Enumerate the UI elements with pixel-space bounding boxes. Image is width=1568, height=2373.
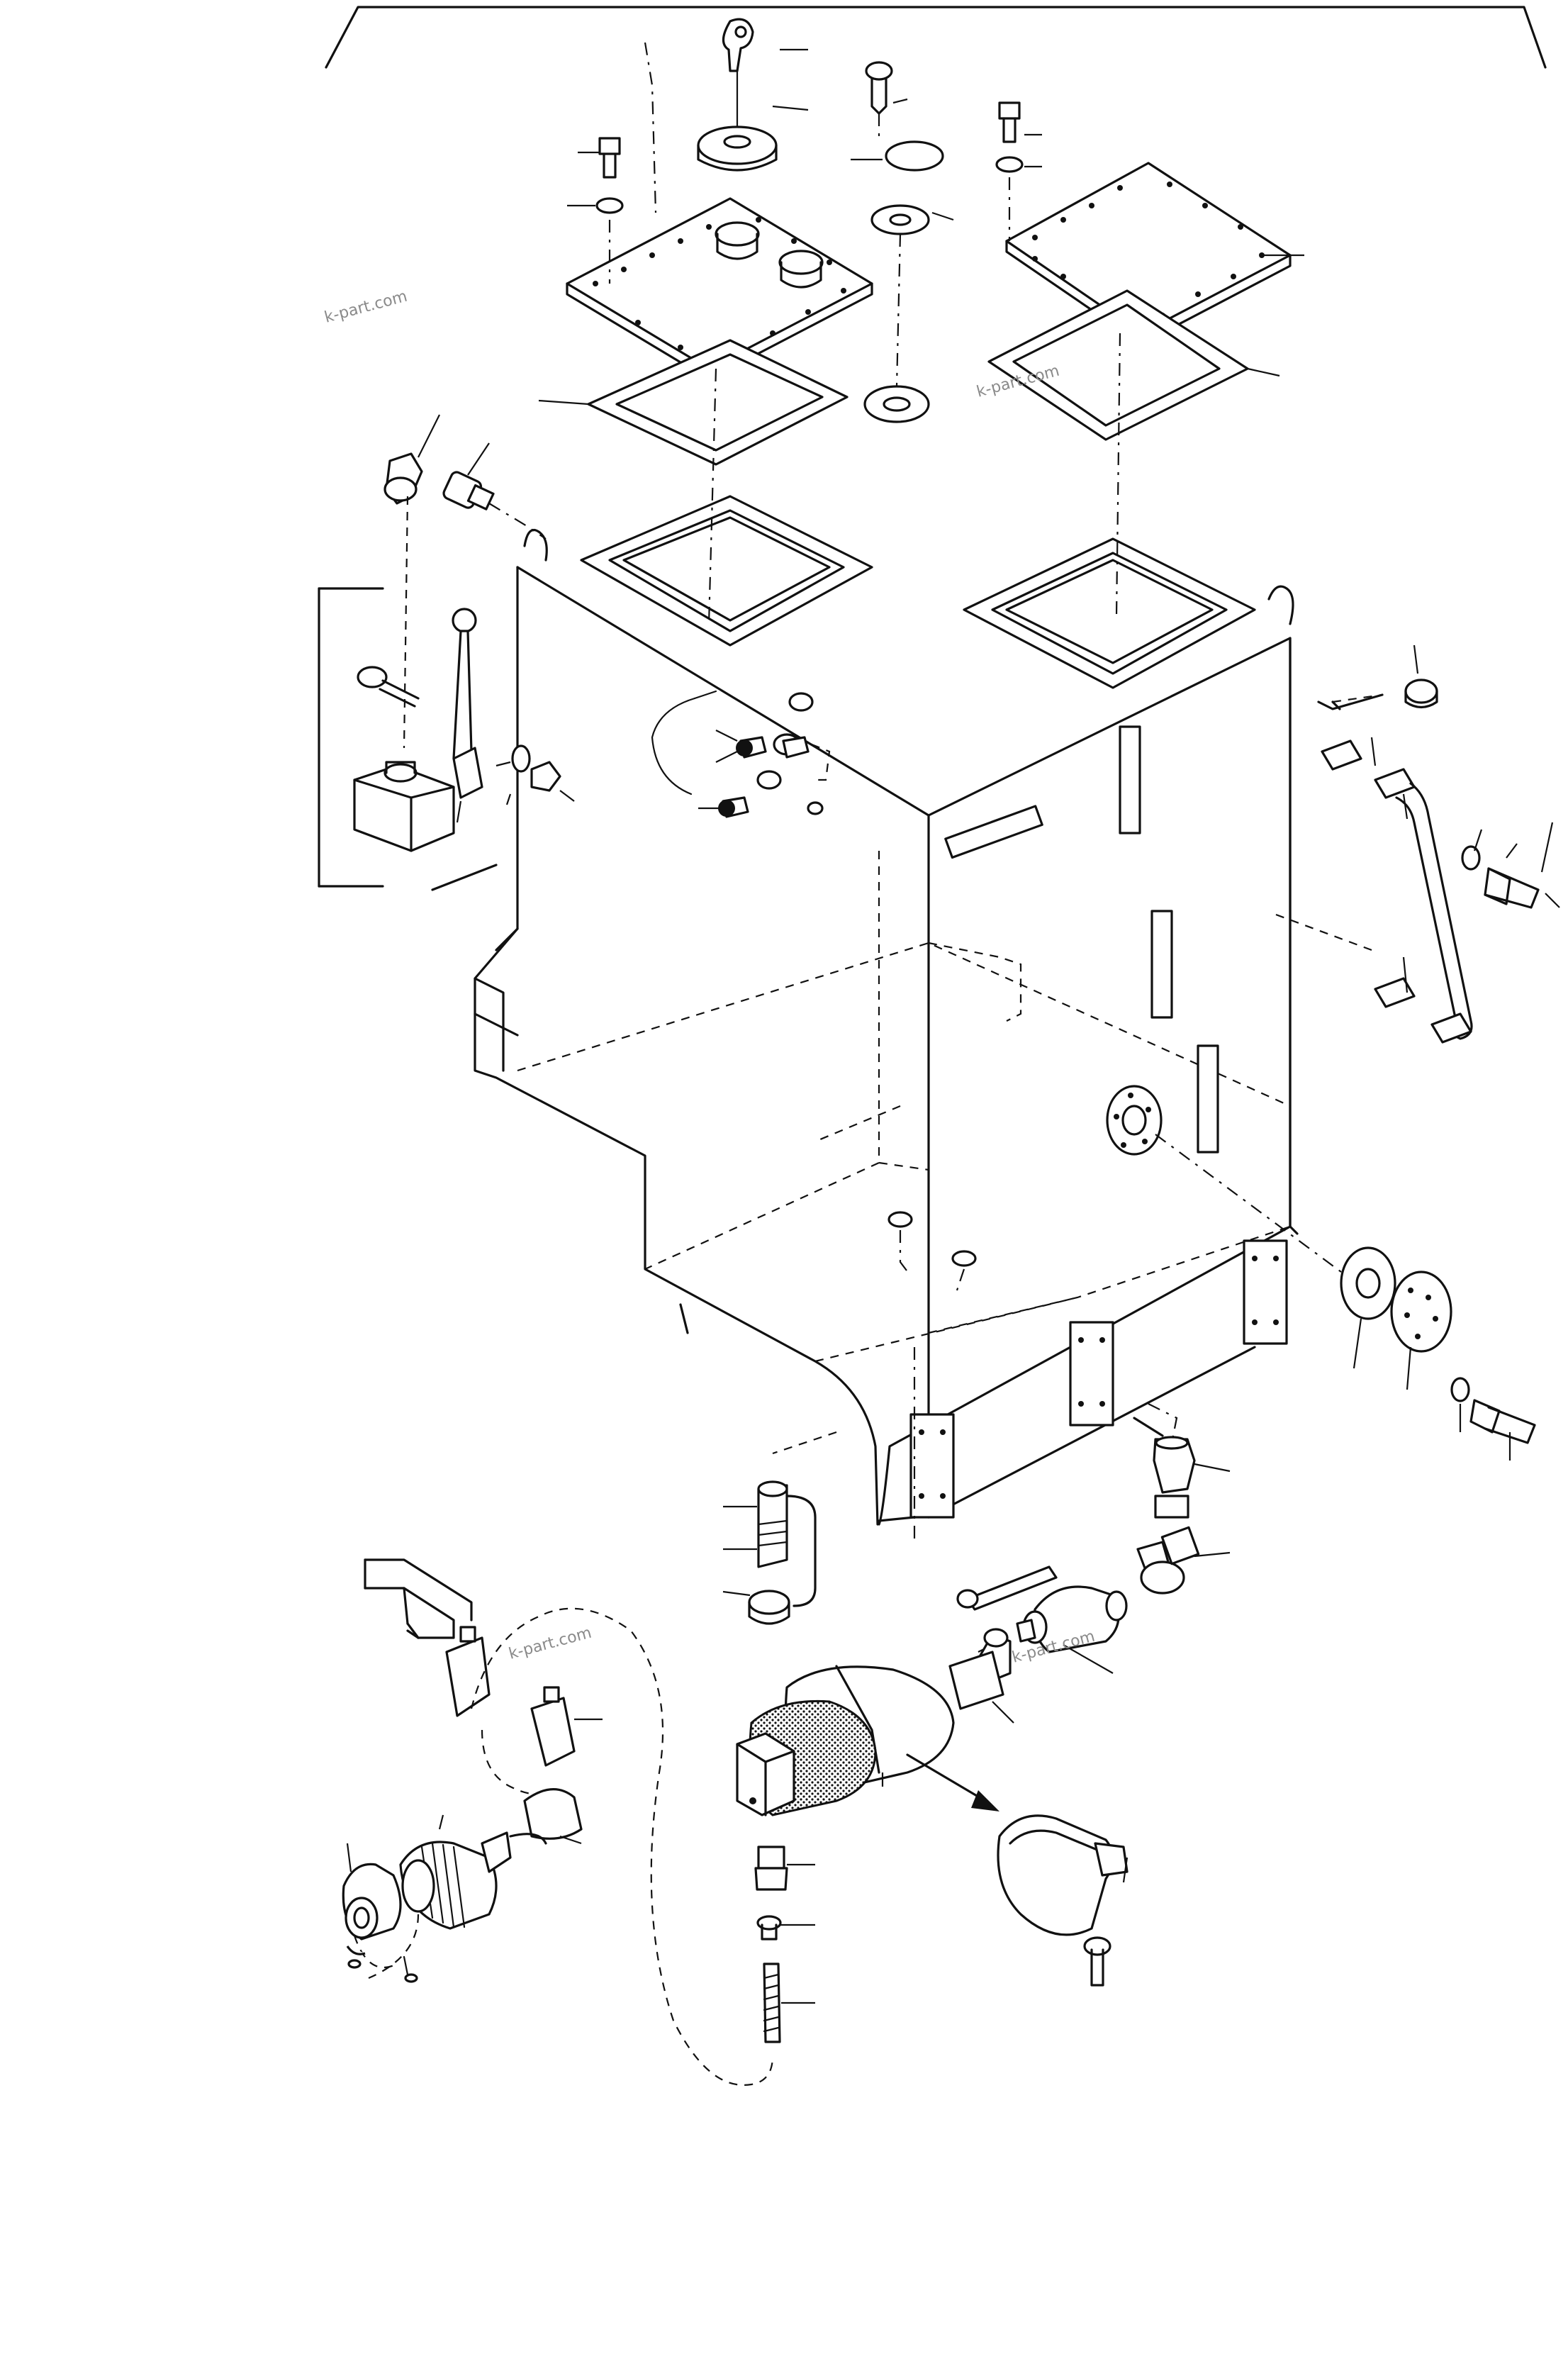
level-switch-assembly — [318, 496, 575, 891]
suction-elbow — [722, 1431, 837, 1625]
filler-cap-with-key — [697, 18, 778, 172]
flange-cover — [1106, 1085, 1536, 1461]
right-cover-assembly — [987, 162, 1292, 441]
left-opening-frame — [580, 495, 873, 647]
line-filter — [736, 1628, 1014, 1816]
electrical-harness — [342, 1558, 774, 2086]
elbow-fittings — [383, 414, 547, 540]
strainer-cover — [863, 61, 944, 423]
tank-body — [474, 495, 1299, 1526]
callout-leaders-top — [538, 48, 1304, 406]
cover-bolts — [595, 101, 1024, 214]
sight-level-gauge — [1275, 644, 1560, 1044]
watermark: k-part.com — [507, 1624, 593, 1663]
watermark: k-part.com — [323, 288, 409, 327]
right-opening-frame — [963, 537, 1256, 689]
page-frame — [325, 6, 1547, 69]
drain-plugs-cluster — [651, 690, 831, 818]
left-cover-assembly — [566, 197, 873, 466]
clamp-band — [997, 1814, 1129, 1987]
drain-fittings — [754, 1846, 815, 2043]
bottom-bosses — [679, 1211, 1178, 1546]
drain-valve-assembly — [956, 1417, 1231, 1674]
